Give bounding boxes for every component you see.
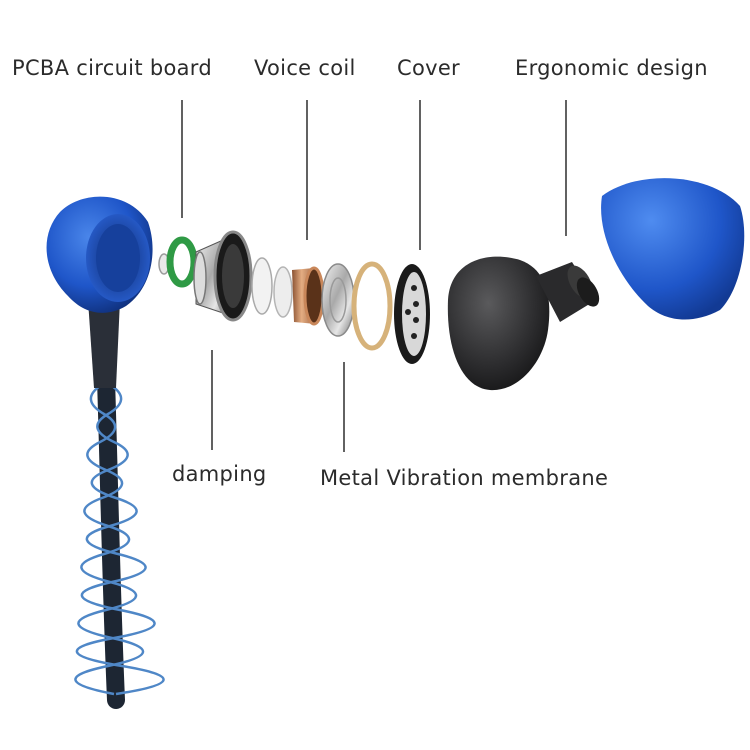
gold-ring-part bbox=[351, 261, 393, 351]
blue-ear-tip-part bbox=[601, 178, 745, 320]
earphone-housing bbox=[46, 196, 153, 313]
label-ergonomic-design: Ergonomic design bbox=[515, 56, 708, 80]
damping-part bbox=[193, 230, 253, 322]
label-cover: Cover bbox=[397, 56, 460, 80]
leader-lines bbox=[181, 100, 567, 452]
label-voice-coil: Voice coil bbox=[254, 56, 356, 80]
label-damping: damping bbox=[172, 462, 267, 486]
label-pcba-circuit-board: PCBA circuit board bbox=[12, 56, 212, 80]
voice-coil-part bbox=[292, 266, 325, 326]
cable-strain-relief bbox=[88, 300, 120, 388]
cover-part bbox=[394, 264, 430, 364]
white-diaphragm-b bbox=[273, 266, 293, 318]
ergonomic-housing-part bbox=[447, 256, 600, 391]
white-diaphragm-a bbox=[251, 257, 273, 315]
pcba-circuit-board-part bbox=[166, 236, 198, 288]
metal-vibration-membrane-part bbox=[321, 263, 355, 337]
label-metal-vibration-membrane: Metal Vibration membrane bbox=[320, 466, 609, 490]
cable bbox=[74, 311, 165, 709]
